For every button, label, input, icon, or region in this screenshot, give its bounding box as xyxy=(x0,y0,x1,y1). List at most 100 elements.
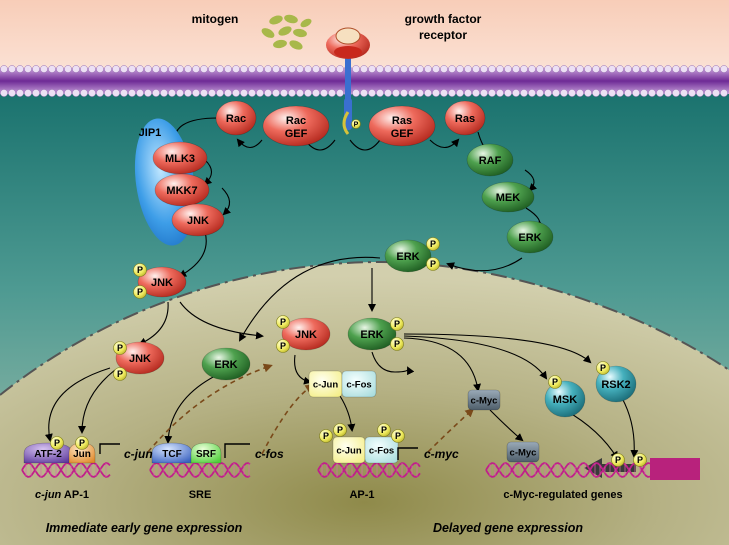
arrow-cfos-gene-to-protein xyxy=(261,384,315,455)
gene-cjun: c-jun xyxy=(124,447,153,461)
arrow-mlk3-mkk7 xyxy=(203,159,213,186)
node-erk-pp-label: ERK xyxy=(396,251,419,263)
node-ras-gef-shape xyxy=(368,105,436,147)
node-ras: Ras xyxy=(444,100,486,136)
dna-strand-1-b xyxy=(149,462,251,478)
phosphate-16: P xyxy=(377,423,391,437)
node-jnk-nuc-left-label: JNK xyxy=(129,353,151,365)
node-erk-cyto-shape xyxy=(506,220,554,254)
node-mlk3: MLK3 xyxy=(152,141,208,175)
node-erk-cyto-label: ERK xyxy=(518,232,541,244)
node-msk-shape xyxy=(544,380,586,418)
phosphate-9-label: P xyxy=(394,339,400,349)
arrow-jnkpp-jnkmid xyxy=(179,301,264,340)
arrow-cmyc-cmycdna xyxy=(489,409,524,442)
receptor-phospho-label: P xyxy=(354,122,359,129)
node-jnk-nuc-left-shape xyxy=(115,341,165,375)
node-rsk2: RSK2 xyxy=(595,365,637,403)
phosphate-13-label: P xyxy=(79,438,85,448)
phosphate-17: P xyxy=(391,429,405,443)
node-erk-cyto: ERK xyxy=(506,220,554,254)
node-cfos-dna: c-Fos xyxy=(364,436,399,464)
phosphate-6-label: P xyxy=(280,317,286,327)
node-erk-pp-shape xyxy=(384,239,432,273)
dna-strand-1-a xyxy=(149,462,251,478)
phosphate-16-circle xyxy=(377,423,391,437)
node-ras-gef-line1: Ras xyxy=(392,115,412,127)
mitogen-label: mitogen xyxy=(192,12,239,26)
phosphate-13-circle xyxy=(75,436,89,450)
node-jnk-nuc-mid-shape xyxy=(281,317,331,351)
phosphate-1-label: P xyxy=(430,259,436,269)
arrow-rasgef-ras xyxy=(429,138,460,149)
phosphate-10-circle xyxy=(548,375,562,389)
node-tcf-label: TCF xyxy=(162,449,181,460)
phosphate-4-circle xyxy=(113,341,127,355)
node-mkk7: MKK7 xyxy=(154,173,210,207)
node-erk-pp: ERK xyxy=(384,239,432,273)
phosphate-15: P xyxy=(333,423,347,437)
arrow-gef-link-right xyxy=(349,139,381,151)
node-mek-shape xyxy=(481,181,535,213)
node-raf-shape xyxy=(466,143,514,177)
dna-strand-3-a xyxy=(485,462,651,478)
translation-arrows xyxy=(147,363,475,455)
phosphate-10-label: P xyxy=(552,377,558,387)
site-cjun-ap1: c-jun AP-1 xyxy=(35,489,89,501)
arrow-jnk-cjun xyxy=(294,354,312,385)
node-atf2-label: ATF-2 xyxy=(34,449,62,460)
node-mlk3-label: MLK3 xyxy=(165,153,195,165)
node-erk-nuc-left: ERK xyxy=(201,347,251,381)
phosphate-0: P xyxy=(426,237,440,251)
arrow-erkpp-erkleft xyxy=(239,256,381,342)
receptor-label-line1: growth factor xyxy=(405,12,482,26)
phosphate-19-circle xyxy=(633,453,647,467)
promoter-cfos xyxy=(224,443,250,458)
phosphate-12: P xyxy=(50,436,64,450)
arrow-cjun-cjundna xyxy=(339,395,356,432)
node-jnk-pp-label: JNK xyxy=(151,277,173,289)
arrow-jnk-jun xyxy=(78,369,116,434)
node-cjun: c-Jun xyxy=(308,370,343,398)
nuclear-envelope xyxy=(0,260,729,396)
node-erk-nuc-mid: ERK xyxy=(347,317,397,351)
node-cmyc: c-Myc xyxy=(467,389,501,411)
node-cfos-dna-label: c-Fos xyxy=(369,446,394,457)
phosphate-18: P xyxy=(611,453,625,467)
node-cmyc-dna-shape xyxy=(506,441,540,463)
phosphate-11: P xyxy=(596,361,610,375)
arrow-erk-cmyc xyxy=(403,337,481,392)
nucleus xyxy=(0,262,729,545)
node-mek-label: MEK xyxy=(496,192,521,204)
arrow-jnkpp-jnkleft xyxy=(138,301,169,346)
phosphate-1: P xyxy=(426,257,440,271)
phosphate-2: P xyxy=(133,263,147,277)
gene-cfos: c-fos xyxy=(255,447,284,461)
phosphate-4-label: P xyxy=(117,343,123,353)
caption-immediate-early: Immediate early gene expression xyxy=(46,521,243,535)
node-ras-label: Ras xyxy=(455,113,475,125)
node-cjun-dna-label: c-Jun xyxy=(336,446,362,457)
node-raf-label: RAF xyxy=(479,155,502,167)
node-ras-shape xyxy=(444,100,486,136)
phosphate-3: P xyxy=(133,285,147,299)
node-cfos-shape xyxy=(341,370,377,398)
node-jnk-nuc-mid-label: JNK xyxy=(295,329,317,341)
gene-cmyc: c-myc xyxy=(424,447,459,461)
phosphate-14-circle xyxy=(319,429,333,443)
site-cmyc-regulated-genes: c-Myc-regulated genes xyxy=(503,489,622,501)
arrow-erk-erkpp xyxy=(446,257,523,272)
node-atf2: ATF-2 xyxy=(23,442,73,464)
node-rsk2-label: RSK2 xyxy=(601,379,630,391)
node-cfos-label: c-Fos xyxy=(346,380,371,391)
phosphate-10: P xyxy=(548,375,562,389)
node-cjun-label: c-Jun xyxy=(313,380,339,391)
phosphate-8-circle xyxy=(390,317,404,331)
phosphate-0-label: P xyxy=(430,239,436,249)
arrow-jnk-jnkpp xyxy=(178,231,207,277)
phosphate-3-label: P xyxy=(137,287,143,297)
